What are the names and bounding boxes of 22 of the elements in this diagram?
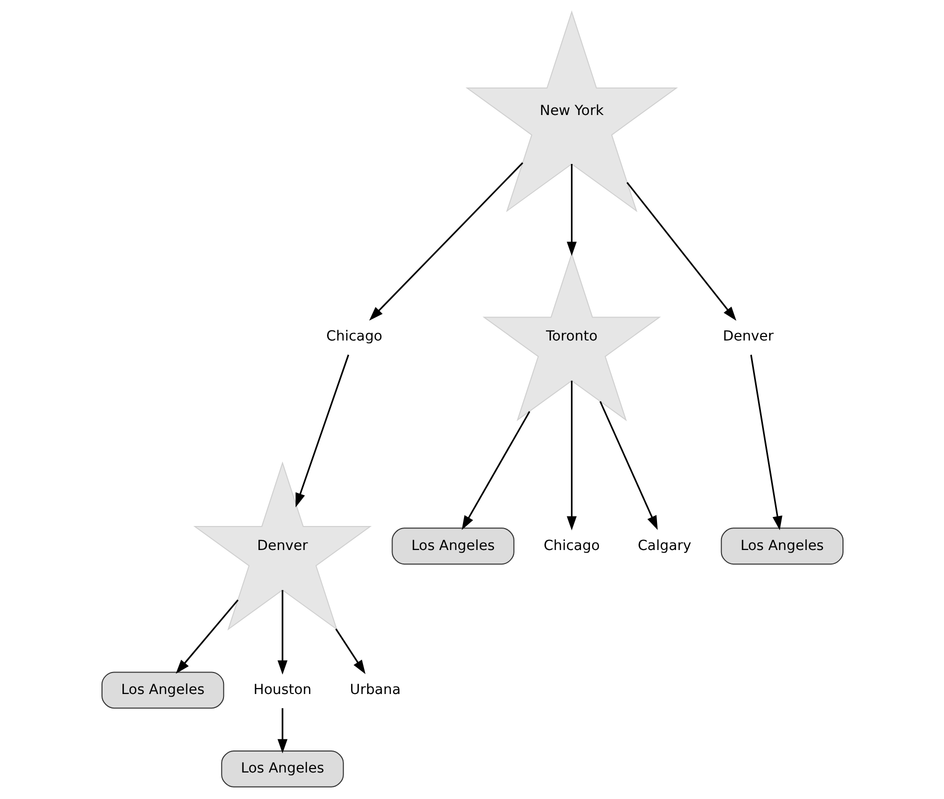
arrow — [175, 600, 238, 674]
arrow — [598, 401, 658, 530]
arrow — [750, 354, 782, 530]
arrow — [368, 162, 523, 321]
node-text: Chicago — [543, 538, 600, 554]
arrow — [626, 182, 736, 321]
node-text: Calgary — [637, 538, 691, 554]
node-text: Chicago — [326, 328, 382, 345]
node-box: Los Angeles — [220, 750, 344, 788]
arrow — [461, 411, 530, 530]
arrow — [277, 590, 287, 675]
node-text: Denver — [722, 328, 774, 345]
arrow — [295, 354, 349, 508]
node-box: Los Angeles — [720, 528, 843, 565]
node-box: Los Angeles — [391, 528, 514, 565]
node-text: Urbana — [349, 682, 400, 698]
node-box: Los Angeles — [101, 672, 224, 709]
arrow — [566, 164, 576, 256]
node-text: Houston — [253, 682, 312, 698]
arrow — [277, 708, 287, 754]
arrow — [566, 380, 576, 530]
arrow — [334, 628, 365, 674]
